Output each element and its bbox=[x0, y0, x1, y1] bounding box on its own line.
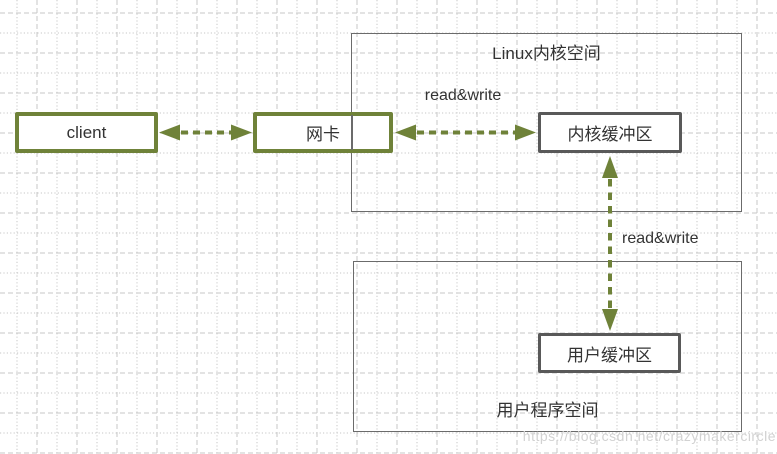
node-user-buffer-label: 用户缓冲区 bbox=[567, 345, 652, 365]
node-client: client bbox=[15, 112, 158, 153]
edge-label-read-write-vertical: read&write bbox=[622, 230, 699, 247]
node-network-card-label: 网卡 bbox=[306, 125, 340, 144]
node-user-buffer: 用户缓冲区 bbox=[538, 333, 681, 373]
csdn-watermark: https://blog.csdn.net/crazymakercircle bbox=[522, 428, 776, 444]
kernel-space-left-edge-crossing bbox=[351, 115, 353, 150]
kernel-space-title: Linux内核空间 bbox=[492, 44, 601, 63]
node-kernel-buffer: 内核缓冲区 bbox=[538, 112, 682, 153]
user-space-title: 用户程序空间 bbox=[496, 401, 599, 420]
node-kernel-buffer-label: 内核缓冲区 bbox=[567, 125, 653, 144]
node-network-card: 网卡 bbox=[253, 112, 393, 153]
node-client-label: client bbox=[66, 122, 107, 142]
edge-label-read-write-top: read&write bbox=[424, 87, 502, 104]
container-user-program-space: 用户程序空间 bbox=[353, 261, 742, 432]
